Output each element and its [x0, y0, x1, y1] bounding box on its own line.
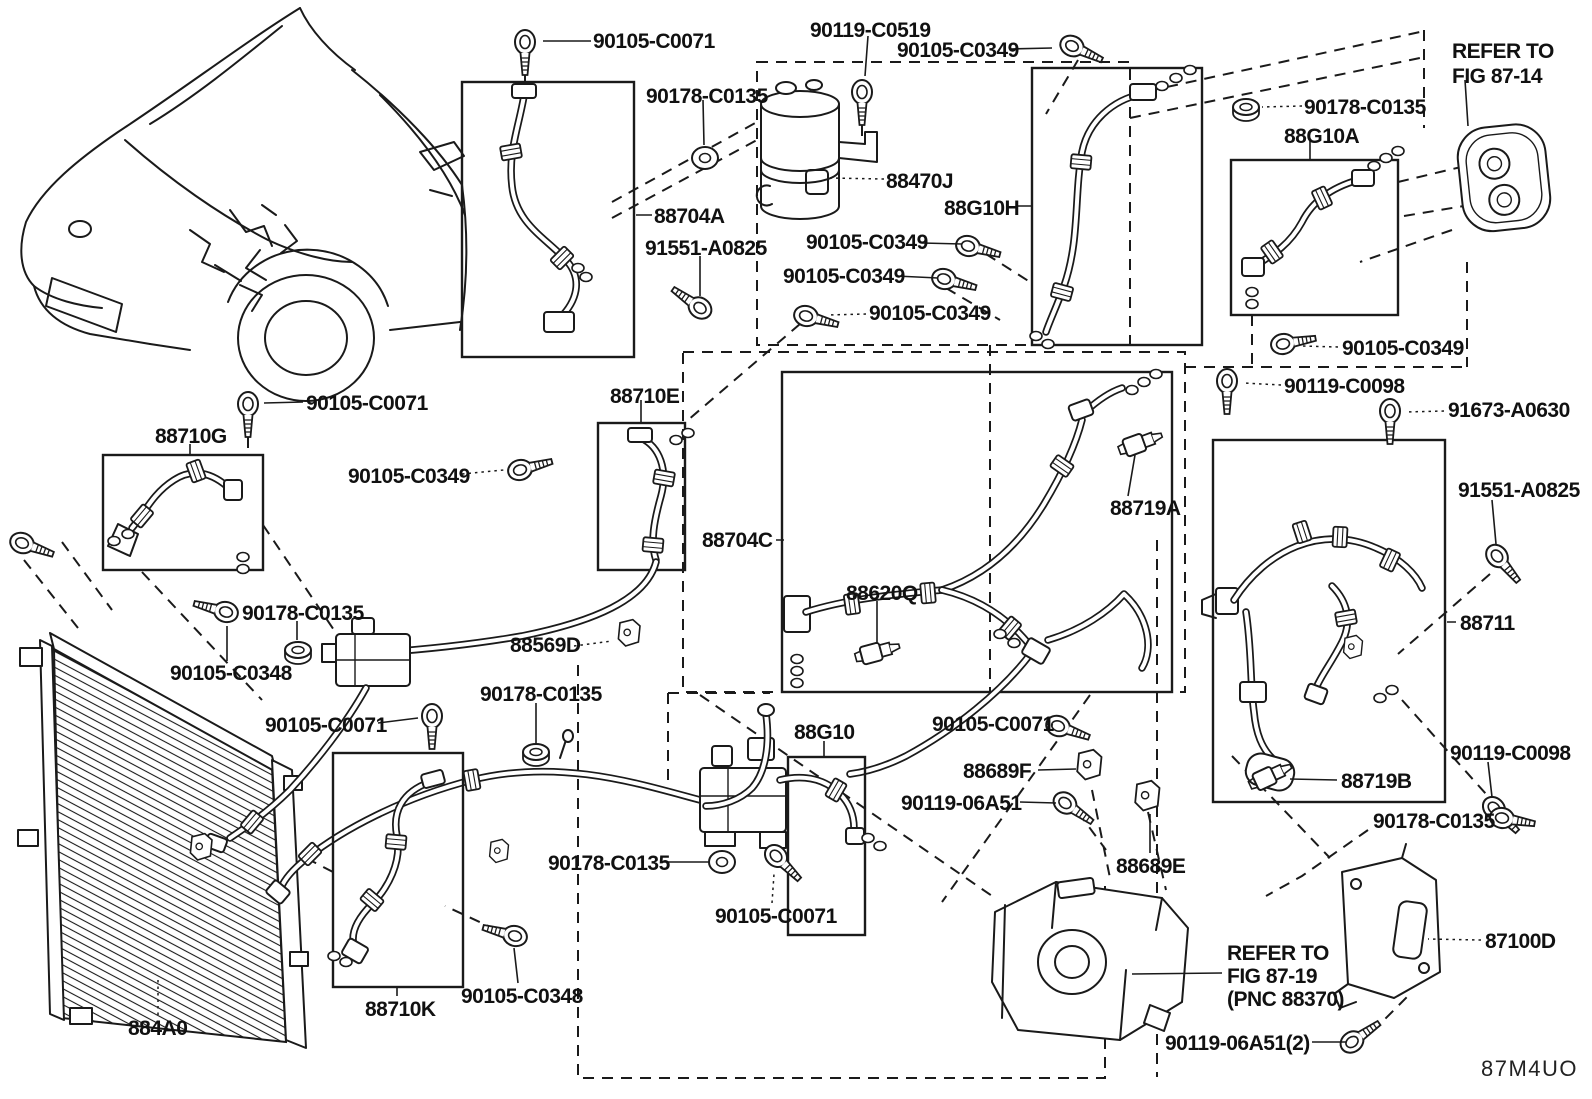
part-label: 90105-C0349: [806, 231, 928, 254]
part-label: 91551-A0825: [1458, 479, 1580, 502]
part-label: 90119-06A51(2): [1165, 1032, 1310, 1055]
part-label: 88704A: [654, 205, 725, 228]
grommet-plate: [1456, 123, 1552, 233]
part-label: 90178-C0135: [1304, 96, 1426, 119]
part-label: 88710G: [155, 425, 227, 448]
part-label: 884A0: [128, 1017, 188, 1040]
hose-88710G: [101, 453, 265, 575]
car-illustration: [20, 7, 468, 402]
part-label: 88G10A: [1284, 125, 1360, 148]
hose-88710K: [327, 751, 465, 989]
part-label: 90119-06A51: [901, 792, 1022, 815]
part-label: 90178-C0135: [548, 852, 670, 875]
hoses-88704C: [780, 368, 1174, 778]
part-label: 90119-C0098: [1284, 375, 1405, 398]
part-label: 88620Q: [846, 582, 918, 605]
part-label: 88689E: [1116, 855, 1186, 878]
refer-note-line: (PNC 88370): [1227, 988, 1345, 1011]
pipe-lower: [265, 729, 704, 905]
part-label: 88719B: [1341, 770, 1412, 793]
part-label: 88704C: [702, 529, 773, 552]
part-label: 90119-C0098: [1450, 742, 1571, 765]
part-label: 90105-C0071: [715, 905, 837, 928]
part-label: 91551-A0825: [645, 237, 767, 260]
part-label: 90119-C0519: [810, 19, 931, 42]
part-label: 90178-C0135: [480, 683, 602, 706]
hose-88G10A: [1229, 145, 1405, 317]
pipe-88710E: [204, 421, 695, 854]
part-label: 90105-C0349: [897, 39, 1019, 62]
part-label: 88G10H: [944, 197, 1020, 220]
part-label: 88719A: [1110, 497, 1181, 520]
part-label: 88710E: [610, 385, 680, 408]
hose-88704A: [460, 80, 636, 359]
part-label: 90178-C0135: [1373, 810, 1495, 833]
unit-87100D: [1333, 843, 1441, 1009]
part-label: 88569D: [510, 634, 581, 657]
part-label: 87100D: [1485, 930, 1556, 953]
part-label: 88689F: [963, 760, 1032, 783]
receiver-drier: [755, 79, 878, 220]
part-label: 90105-C0349: [869, 302, 991, 325]
part-label: 90105-C0071: [593, 30, 715, 53]
compressor: [991, 876, 1189, 1041]
refer-note-line: FIG 87-19: [1227, 965, 1318, 988]
construction-lines: [23, 30, 1491, 1079]
part-label: 88711: [1460, 612, 1515, 635]
hoses-88711: [1201, 438, 1447, 804]
refer-note-line: REFER TO: [1227, 942, 1329, 965]
part-label: 90105-C0349: [348, 465, 470, 488]
refer-note-line: REFER TO: [1452, 40, 1554, 63]
part-label: 90105-C0348: [461, 985, 583, 1008]
condenser: [17, 632, 309, 1049]
refer-note-line: FIG 87-14: [1452, 65, 1543, 88]
part-label: 88G10: [794, 721, 855, 744]
part-label: 90105-C0348: [170, 662, 292, 685]
part-label: 91673-A0630: [1448, 399, 1570, 422]
diagram-code: 87M4UO: [1481, 1056, 1579, 1081]
part-label: 90105-C0349: [783, 265, 905, 288]
part-label: 90105-C0071: [306, 392, 428, 415]
part-label: 88710K: [365, 998, 436, 1021]
part-label: 90178-C0135: [242, 602, 364, 625]
part-label: 90105-C0349: [1342, 337, 1464, 360]
part-label: 90178-C0135: [646, 85, 768, 108]
valve-88G10: [699, 703, 887, 937]
part-label: 90105-C0071: [932, 713, 1054, 736]
part-label: 88470J: [886, 170, 954, 193]
leader-lines: [157, 35, 1497, 1043]
part-label: 90105-C0071: [265, 714, 387, 737]
